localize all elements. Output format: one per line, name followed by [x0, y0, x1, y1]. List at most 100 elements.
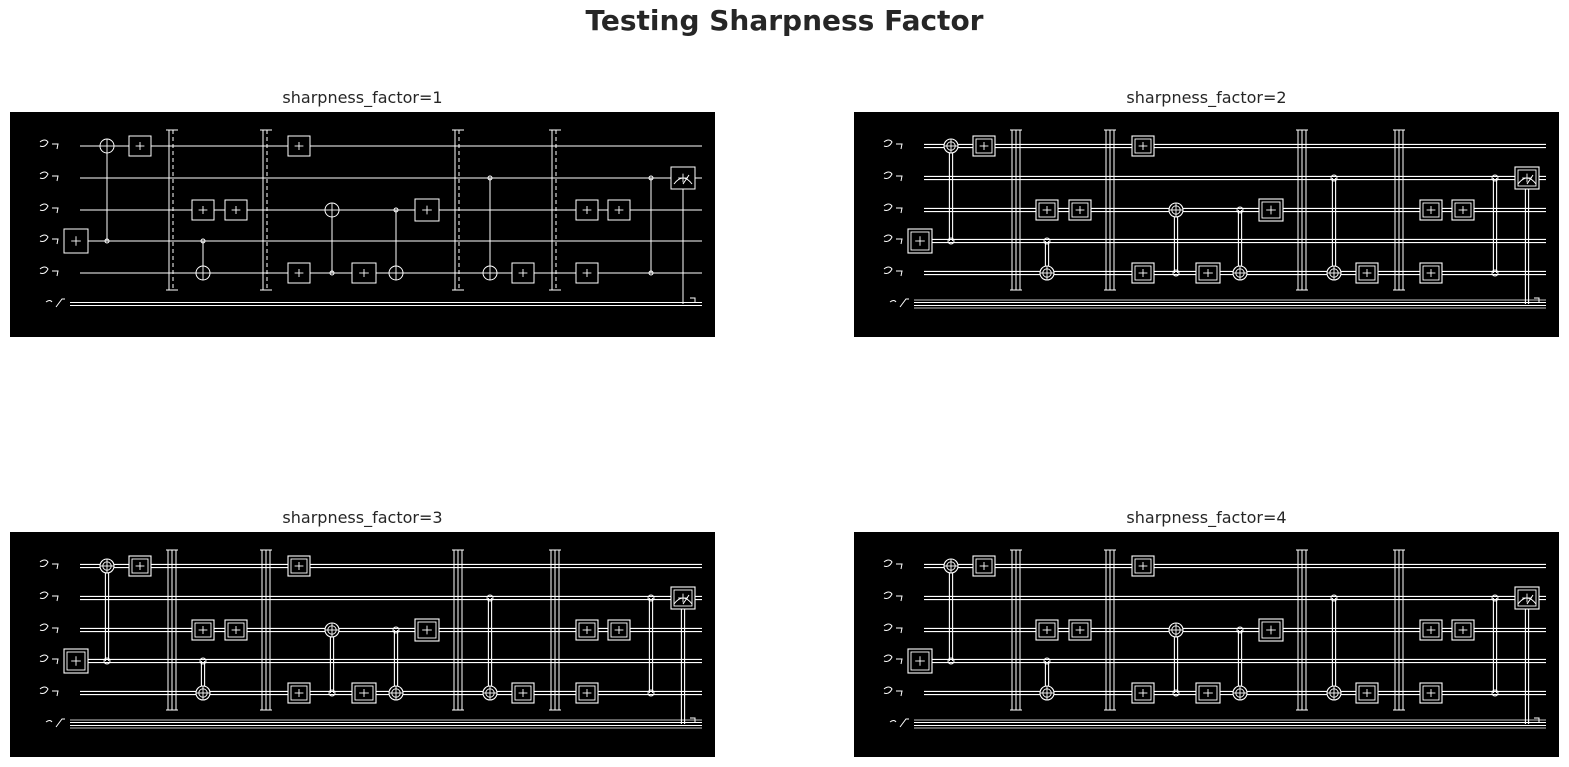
gate-box	[351, 262, 377, 284]
target-glyph	[482, 685, 498, 701]
barrier	[1010, 549, 1022, 711]
control-dot	[947, 237, 955, 245]
control-dot	[947, 657, 955, 665]
panel-sharpness-2: sharpness_factor=2	[854, 88, 1559, 338]
control-dot	[1330, 174, 1338, 182]
gate-box	[1195, 682, 1221, 704]
panel-title: sharpness_factor=4	[1126, 508, 1287, 527]
gate-box	[907, 648, 933, 674]
panel-title: sharpness_factor=3	[282, 508, 443, 527]
barrier	[549, 129, 561, 291]
barrier	[452, 549, 464, 711]
control-dot	[487, 175, 493, 181]
control-dot	[1491, 174, 1499, 182]
gate-box	[224, 619, 248, 641]
target-glyph	[388, 265, 404, 281]
measure-gate	[670, 166, 696, 190]
circuit-image	[10, 532, 715, 757]
target-glyph	[99, 558, 115, 574]
gate-box	[1451, 199, 1475, 221]
control-dot	[392, 626, 400, 634]
gate-box	[1131, 262, 1155, 284]
gate-box	[191, 619, 215, 641]
control-dot	[1172, 689, 1180, 697]
classical-bit-glyph	[1534, 297, 1540, 302]
control-dot	[1491, 594, 1499, 602]
gate-box	[351, 682, 377, 704]
gate-box	[1035, 619, 1059, 641]
gate-box	[1258, 198, 1284, 222]
gate-box	[63, 648, 89, 674]
barrier	[260, 549, 272, 711]
gate-box	[1355, 262, 1379, 284]
classical-label-glyph	[889, 718, 909, 728]
gate-box	[287, 682, 311, 704]
control-dot	[328, 689, 336, 697]
qubit-label-glyph	[883, 266, 903, 277]
gate-box	[511, 262, 535, 284]
gate-box	[63, 228, 89, 254]
barrier	[1010, 129, 1022, 291]
barrier	[166, 549, 178, 711]
qubit-label-glyph	[39, 623, 59, 634]
target-glyph	[99, 138, 115, 154]
gate-box	[414, 198, 440, 222]
gate-box	[414, 618, 440, 642]
panel-sharpness-3: sharpness_factor=3	[10, 508, 715, 758]
control-dot	[1172, 269, 1180, 277]
barrier	[1104, 129, 1116, 291]
gate-box	[1419, 199, 1443, 221]
target-glyph	[324, 622, 340, 638]
gate-box	[1068, 619, 1092, 641]
gate-box	[1258, 618, 1284, 642]
control-dot	[1491, 689, 1499, 697]
gate-box	[128, 135, 152, 157]
gate-box	[972, 135, 996, 157]
qubit-label-glyph	[883, 234, 903, 245]
control-dot	[104, 238, 110, 244]
qubit-label-glyph	[39, 171, 59, 182]
target-glyph	[195, 265, 211, 281]
control-dot	[103, 657, 111, 665]
qubit-label-glyph	[39, 686, 59, 697]
barrier	[166, 129, 178, 291]
target-glyph	[1039, 265, 1055, 281]
target-glyph	[1232, 685, 1248, 701]
figure-title: Testing Sharpness Factor	[585, 4, 984, 37]
barrier	[1296, 549, 1308, 711]
gate-box	[287, 555, 311, 577]
qubit-label-glyph	[883, 171, 903, 182]
gate-box	[607, 619, 631, 641]
gate-box	[224, 199, 248, 221]
gate-box	[575, 199, 599, 221]
gate-box	[1195, 262, 1221, 284]
gate-box	[1131, 555, 1155, 577]
measure-gate	[1514, 586, 1540, 610]
panel-sharpness-4: sharpness_factor=4	[854, 508, 1559, 758]
measure-gate	[670, 586, 696, 610]
qubit-label-glyph	[883, 686, 903, 697]
classical-bit-glyph	[1534, 717, 1540, 722]
control-dot	[1491, 269, 1499, 277]
target-glyph	[1232, 265, 1248, 281]
qubit-label-glyph	[39, 234, 59, 245]
qubit-label-glyph	[39, 559, 59, 570]
qubit-label-glyph	[39, 203, 59, 214]
gate-box	[1419, 619, 1443, 641]
gate-box	[1131, 135, 1155, 157]
control-dot	[1043, 657, 1051, 665]
gate-box	[287, 135, 311, 157]
classical-label-glyph	[889, 298, 909, 308]
control-dot	[486, 594, 494, 602]
target-glyph	[943, 138, 959, 154]
qubit-label-glyph	[883, 654, 903, 665]
target-glyph	[195, 685, 211, 701]
barrier	[549, 549, 561, 711]
qubit-label-glyph	[39, 654, 59, 665]
control-dot	[393, 207, 399, 213]
qubit-label-glyph	[39, 591, 59, 602]
barrier	[1296, 129, 1308, 291]
gate-box	[511, 682, 535, 704]
control-dot	[1043, 237, 1051, 245]
control-dot	[200, 238, 206, 244]
